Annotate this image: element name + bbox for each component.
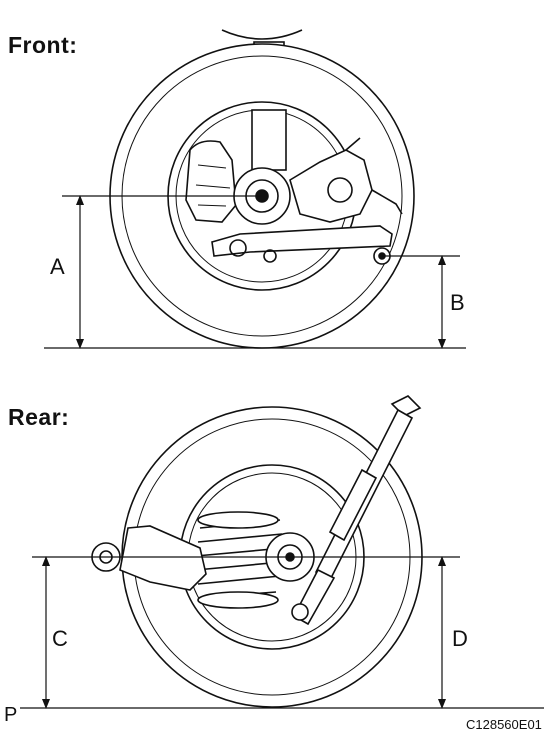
rear-trailing-arm <box>119 525 207 591</box>
rear-heading: Rear: <box>8 404 70 430</box>
front-brake-caliper <box>185 140 237 223</box>
front-measurements <box>44 195 466 349</box>
figure-code: C128560E01 <box>466 717 542 732</box>
dimension-d-label: D <box>452 626 468 651</box>
front-heading: Front: <box>8 32 78 58</box>
rear-measurements <box>20 556 544 709</box>
dimension-c-label: C <box>52 626 68 651</box>
front-wheel-assembly <box>109 29 415 349</box>
dimension-a-label: A <box>50 254 65 279</box>
rear-spring <box>195 511 285 609</box>
dimension-b-label: B <box>450 290 465 315</box>
rear-wheel-assembly <box>91 395 423 708</box>
reference-plane-label: P <box>4 704 18 726</box>
front-strut-top <box>221 29 303 40</box>
front-lower-arm <box>211 225 393 257</box>
